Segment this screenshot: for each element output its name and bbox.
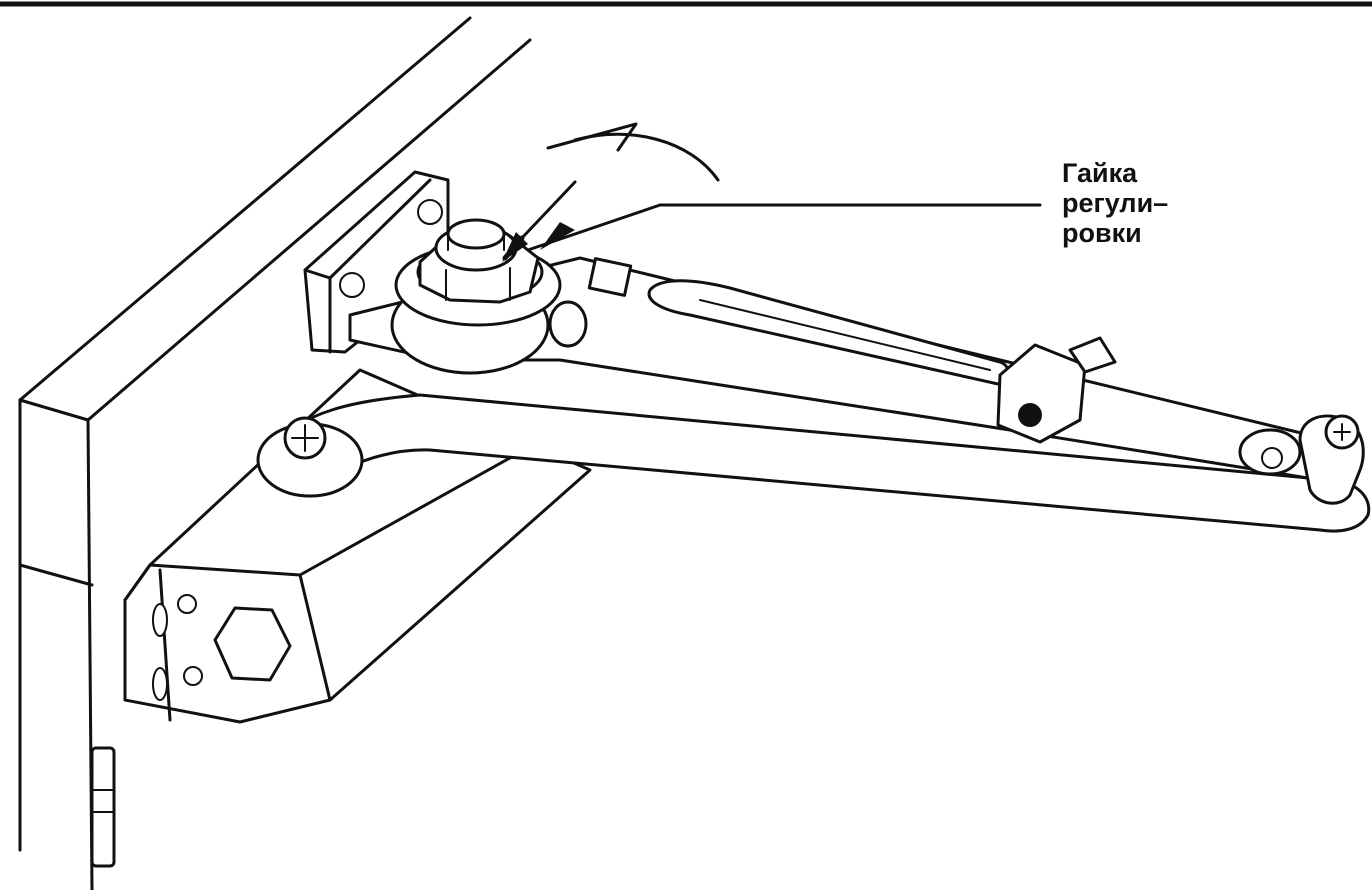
callout-leader-line (526, 203, 1042, 252)
adjustment-nut-label: Гайка регули– ровки (1062, 158, 1262, 248)
callout-line-2: регули– (1062, 188, 1169, 218)
arm-end-pivot (1238, 414, 1365, 505)
callout-line-3: ровки (1062, 218, 1142, 248)
upper-arm (348, 256, 1332, 482)
callout-line-1: Гайка (1062, 158, 1138, 188)
adjustment-nut-assembly (390, 218, 562, 375)
curved-arrow-icon (546, 122, 720, 182)
door-hinge-icon (90, 746, 116, 868)
arm-clamp-screw (1068, 336, 1117, 374)
pointer-arrows (502, 180, 577, 262)
adjustment-valve-hex (213, 606, 292, 682)
lower-arm (256, 393, 1371, 533)
